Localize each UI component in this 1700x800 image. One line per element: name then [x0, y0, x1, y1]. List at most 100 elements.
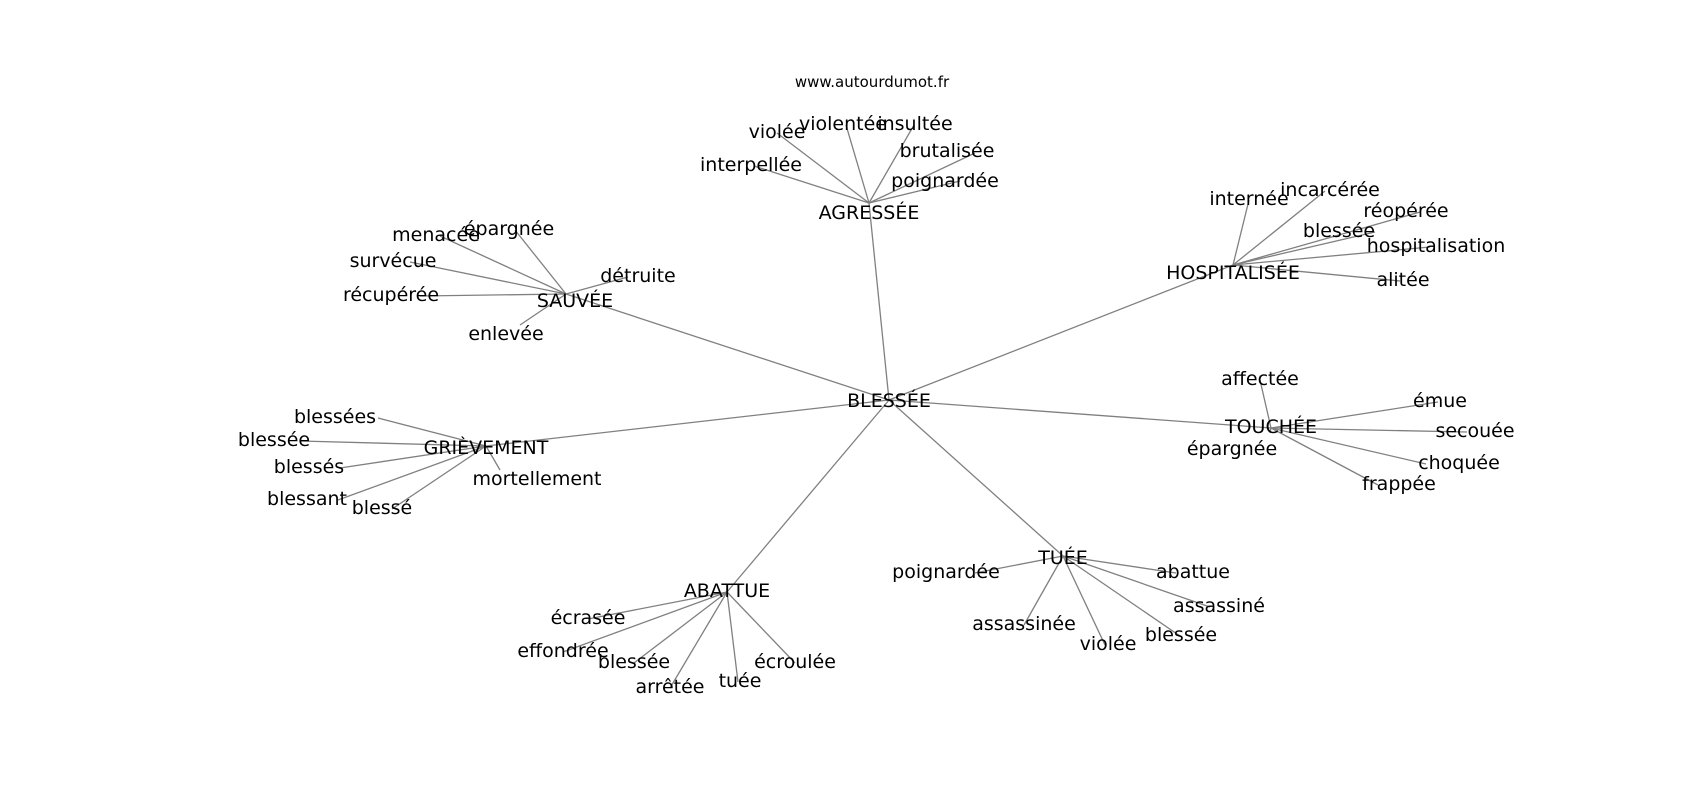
word-node-tuee-assassinee: assassinée: [972, 613, 1076, 635]
edge-agressee-violee: [776, 132, 870, 204]
word-node-agressee-brutalisee: brutalisée: [900, 140, 995, 162]
word-node-agressee-violentee: violentée: [799, 113, 887, 135]
edge-abattue-blessee: [633, 591, 728, 664]
site-url: www.autourdumot.fr: [795, 73, 950, 91]
word-node-hospitalisee-incarceree: incarcérée: [1280, 179, 1380, 201]
hub-node-agressee: AGRESSÉE: [819, 201, 920, 224]
word-node-abattue-blessee: blessée: [598, 651, 670, 673]
edge-tuee-assassine: [1062, 555, 1211, 608]
edge-touchee-epargnee: [1269, 427, 1272, 434]
word-labels: BLESSÉEAGRESSÉEvioléeviolentéeinsultéebr…: [238, 113, 1515, 698]
edge-sauvee-detruite: [565, 276, 629, 295]
edge-hospitalisee-internee: [1232, 199, 1250, 266]
edge-center-agressee: [868, 202, 890, 401]
edge-grievement-mortellement: [485, 445, 501, 471]
word-node-touchee-epargnee: épargnée: [1187, 438, 1277, 460]
word-node-hospitalisee-blessee: blessée: [1303, 220, 1375, 242]
edge-sauvee-recuperee: [419, 293, 567, 297]
hub-node-sauvee: SAUVÉE: [537, 289, 613, 312]
edge-abattue-effondree: [562, 591, 728, 653]
edge-grievement-blessant: [337, 445, 487, 501]
edge-hospitalisee-alitee: [1232, 264, 1401, 282]
word-node-sauvee-menacee: menacée: [392, 224, 480, 246]
word-node-abattue-effondree: effondrée: [517, 640, 608, 662]
edge-agressee-interpellee: [753, 165, 870, 204]
word-node-hospitalisee-reoperee: réopérée: [1363, 200, 1448, 222]
hub-node-touchee: TOUCHÉE: [1224, 415, 1317, 438]
word-node-agressee-violee: violée: [749, 121, 806, 143]
edges: [299, 124, 1468, 689]
edge-center-tuee: [888, 399, 1064, 557]
edge-grievement-blessee: [299, 440, 487, 447]
edge-center-touchee: [888, 399, 1272, 429]
word-node-touchee-choquee: choquée: [1418, 452, 1500, 474]
word-node-sauvee-survecue: survécue: [350, 250, 437, 272]
edge-grievement-blessees: [377, 417, 487, 447]
word-node-abattue-arretee: arrêtée: [635, 676, 704, 698]
word-node-abattue-ecroulee: écroulée: [754, 651, 836, 673]
edge-abattue-arretee: [669, 591, 728, 689]
word-node-sauvee-epargnee: épargnée: [464, 218, 554, 240]
word-node-agressee-interpellee: interpellée: [700, 154, 802, 176]
word-node-grievement-mortellement: mortellement: [472, 468, 601, 490]
word-node-tuee-poignardee: poignardée: [892, 561, 1000, 583]
word-node-sauvee-enlevee: enlevée: [468, 323, 543, 345]
edge-touchee-affectee: [1259, 379, 1272, 429]
edge-center-grievement: [485, 399, 890, 447]
word-node-tuee-blessee: blessée: [1145, 624, 1217, 646]
word-node-tuee-violee: violée: [1080, 633, 1137, 655]
word-node-tuee-abattue: abattue: [1156, 561, 1230, 583]
edge-sauvee-menacee: [439, 235, 567, 295]
word-node-hospitalisee-internee: internée: [1209, 188, 1288, 210]
edge-agressee-poignardee: [868, 180, 961, 204]
edge-hospitalisee-hospitalisation: [1232, 246, 1431, 266]
word-node-touchee-secouee: secouée: [1435, 420, 1514, 442]
edge-grievement-blesse: [391, 445, 487, 510]
hub-node-abattue: ABATTUE: [684, 580, 770, 602]
word-node-touchee-affectee: affectée: [1221, 368, 1299, 390]
edge-touchee-choquee: [1270, 427, 1427, 465]
edge-abattue-ecroulee: [726, 591, 796, 664]
word-node-agressee-poignardee: poignardée: [891, 170, 999, 192]
edge-hospitalisee-blessee: [1232, 231, 1376, 266]
edge-sauvee-epargnee: [514, 229, 567, 295]
edge-abattue-ecrasee: [587, 591, 728, 620]
edge-tuee-blessee: [1062, 555, 1181, 637]
edge-sauvee-enlevee: [519, 293, 567, 326]
edge-center-sauvee: [565, 293, 890, 401]
word-node-grievement-blessees: blessées: [294, 406, 376, 428]
word-node-hospitalisee-alitee: alitée: [1376, 269, 1429, 291]
edge-touchee-emue: [1270, 401, 1439, 429]
edge-abattue-tuee: [726, 591, 739, 683]
word-node-grievement-blessee: blessée: [238, 429, 310, 451]
edge-agressee-violentee: [845, 124, 870, 204]
edge-touchee-secouee: [1270, 427, 1468, 433]
edge-touchee-frappee: [1270, 427, 1379, 486]
edge-tuee-abattue: [1062, 555, 1177, 574]
hub-node-tuee: TUÉE: [1037, 546, 1088, 569]
word-node-abattue-ecrasee: écrasée: [551, 607, 626, 629]
edge-tuee-violee: [1062, 555, 1106, 646]
word-node-grievement-blesse: blessé: [352, 497, 413, 519]
word-node-grievement-blesses: blessés: [274, 456, 344, 478]
edge-center-abattue: [726, 399, 890, 593]
word-node-sauvee-detruite: détruite: [600, 265, 675, 287]
word-node-touchee-emue: émue: [1413, 390, 1467, 412]
word-node-abattue-tuee: tuée: [719, 670, 762, 692]
center-node-label: BLESSÉE: [847, 389, 931, 412]
word-node-touchee-frappee: frappée: [1362, 473, 1436, 495]
word-node-grievement-blessant: blessant: [267, 488, 347, 510]
edge-center-hospitalisee: [888, 264, 1234, 401]
edge-hospitalisee-reoperee: [1232, 211, 1421, 266]
edge-sauvee-survecue: [409, 261, 567, 295]
word-node-sauvee-recuperee: récupérée: [343, 284, 439, 306]
edge-grievement-blesses: [339, 445, 487, 469]
hub-node-grievement: GRIÈVEMENT: [424, 436, 549, 459]
edge-hospitalisee-incarceree: [1232, 190, 1326, 266]
word-node-tuee-assassine: assassiné: [1173, 595, 1265, 617]
edge-agressee-insultee: [868, 124, 915, 204]
edge-tuee-poignardee: [974, 555, 1064, 574]
edge-agressee-brutalisee: [868, 152, 976, 204]
edge-tuee-assassinee: [1023, 555, 1064, 626]
